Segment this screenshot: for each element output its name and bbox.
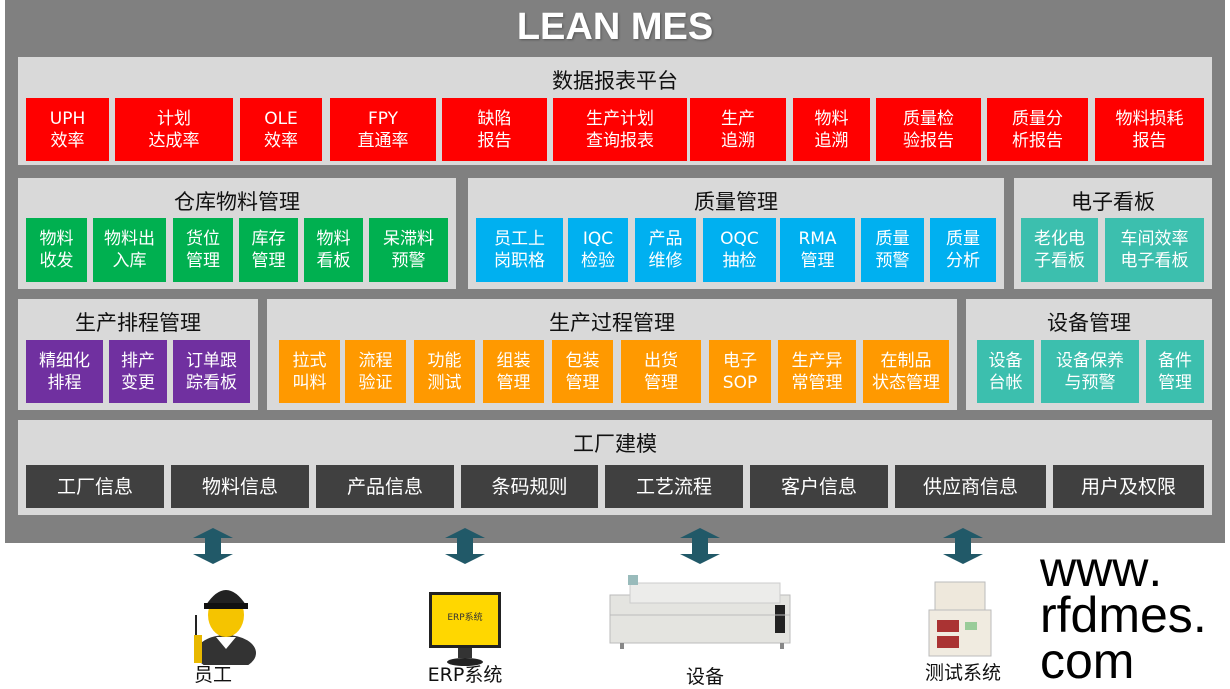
panel-title: 仓库物料管理 bbox=[174, 190, 300, 214]
module-report[interactable]: FPY 直通率 bbox=[330, 98, 436, 161]
module-warehouse[interactable]: 物料出 入库 bbox=[93, 218, 166, 282]
tester-icon bbox=[925, 580, 995, 664]
module-schedule[interactable]: 排产 变更 bbox=[109, 340, 167, 403]
module-kanban[interactable]: 车间效率 电子看板 bbox=[1105, 218, 1204, 282]
module-quality[interactable]: 产品 维修 bbox=[635, 218, 696, 282]
module-report[interactable]: 质量分 析报告 bbox=[987, 98, 1088, 161]
module-report[interactable]: 计划 达成率 bbox=[115, 98, 233, 161]
module-process[interactable]: 组装 管理 bbox=[483, 340, 544, 403]
module-modeling[interactable]: 条码规则 bbox=[461, 465, 598, 508]
module-equipment[interactable]: 备件 管理 bbox=[1146, 340, 1204, 403]
module-equipment[interactable]: 设备保养 与预警 bbox=[1041, 340, 1139, 403]
module-report[interactable]: OLE 效率 bbox=[240, 98, 322, 161]
panel-title: 生产过程管理 bbox=[549, 311, 675, 335]
module-process[interactable]: 功能 测试 bbox=[414, 340, 475, 403]
module-quality[interactable]: 员工上 岗职格 bbox=[476, 218, 563, 282]
module-schedule[interactable]: 订单跟 踪看板 bbox=[173, 340, 250, 403]
module-modeling[interactable]: 工厂信息 bbox=[26, 465, 164, 508]
module-modeling[interactable]: 供应商信息 bbox=[895, 465, 1046, 508]
module-process[interactable]: 流程 验证 bbox=[345, 340, 406, 403]
module-report[interactable]: 缺陷 报告 bbox=[442, 98, 547, 161]
bidirectional-arrow-icon bbox=[443, 528, 487, 564]
module-quality[interactable]: IQC 检验 bbox=[568, 218, 628, 282]
panel-title: 设备管理 bbox=[1047, 311, 1131, 335]
panel-title: 工厂建模 bbox=[573, 432, 657, 456]
module-equipment[interactable]: 设备 台帐 bbox=[977, 340, 1034, 403]
module-warehouse[interactable]: 物料 看板 bbox=[304, 218, 363, 282]
module-report[interactable]: 质量检 验报告 bbox=[876, 98, 981, 161]
external-label: 测试系统 bbox=[924, 662, 1001, 684]
module-modeling[interactable]: 用户及权限 bbox=[1053, 465, 1204, 508]
panel-title: 电子看板 bbox=[1071, 190, 1155, 214]
module-report[interactable]: UPH 效率 bbox=[26, 98, 109, 161]
module-report[interactable]: 生产 追溯 bbox=[690, 98, 786, 161]
module-kanban[interactable]: 老化电 子看板 bbox=[1021, 218, 1098, 282]
module-quality[interactable]: 质量 分析 bbox=[930, 218, 996, 282]
module-process[interactable]: 在制品 状态管理 bbox=[863, 340, 949, 403]
watermark: www.rfdmes.com bbox=[1040, 541, 1207, 689]
bidirectional-arrow-icon bbox=[678, 528, 722, 564]
module-warehouse[interactable]: 呆滞料 预警 bbox=[369, 218, 448, 282]
module-process[interactable]: 包装 管理 bbox=[552, 340, 613, 403]
module-process[interactable]: 生产异 常管理 bbox=[778, 340, 856, 403]
monitor-icon: ERP系统 bbox=[425, 590, 505, 674]
module-warehouse[interactable]: 物料 收发 bbox=[26, 218, 87, 282]
module-process[interactable]: 拉式 叫料 bbox=[279, 340, 340, 403]
svg-text:ERP系统: ERP系统 bbox=[447, 611, 482, 623]
external-label: 员工 bbox=[193, 664, 232, 686]
module-report[interactable]: 物料 追溯 bbox=[793, 98, 870, 161]
module-modeling[interactable]: 物料信息 bbox=[171, 465, 309, 508]
module-warehouse[interactable]: 库存 管理 bbox=[239, 218, 298, 282]
worker-icon bbox=[190, 575, 260, 671]
module-report[interactable]: 生产计划 查询报表 bbox=[553, 98, 687, 161]
main-title: LEAN MES bbox=[516, 6, 714, 48]
module-quality[interactable]: OQC 抽检 bbox=[703, 218, 776, 282]
module-schedule[interactable]: 精细化 排程 bbox=[26, 340, 103, 403]
external-label: 设备 bbox=[685, 666, 724, 688]
module-modeling[interactable]: 工艺流程 bbox=[605, 465, 743, 508]
module-report[interactable]: 物料损耗 报告 bbox=[1095, 98, 1204, 161]
panel-title: 质量管理 bbox=[694, 190, 778, 214]
module-process[interactable]: 电子 SOP bbox=[709, 340, 771, 403]
bidirectional-arrow-icon bbox=[941, 528, 985, 564]
panel-title: 生产排程管理 bbox=[75, 311, 201, 335]
bidirectional-arrow-icon bbox=[191, 528, 235, 564]
module-modeling[interactable]: 产品信息 bbox=[316, 465, 454, 508]
module-quality[interactable]: 质量 预警 bbox=[861, 218, 924, 282]
module-warehouse[interactable]: 货位 管理 bbox=[173, 218, 233, 282]
external-label: ERP系统 bbox=[427, 664, 503, 686]
machine-icon bbox=[600, 575, 800, 659]
panel-title: 数据报表平台 bbox=[552, 69, 678, 93]
module-quality[interactable]: RMA 管理 bbox=[780, 218, 855, 282]
module-process[interactable]: 出货 管理 bbox=[621, 340, 701, 403]
module-modeling[interactable]: 客户信息 bbox=[750, 465, 888, 508]
